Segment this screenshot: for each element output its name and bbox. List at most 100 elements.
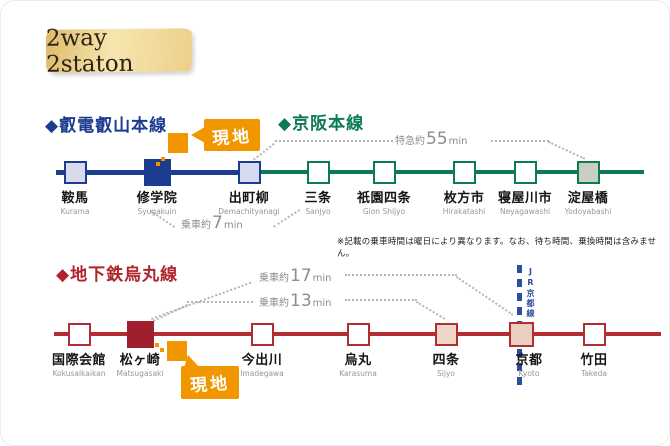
station-name: 三条	[304, 191, 332, 206]
station-name: 今出川	[241, 353, 283, 368]
station-romaji: Sanjyo	[305, 207, 331, 216]
station-marker-square	[126, 321, 154, 348]
station-romaji: Demachityanagi	[218, 207, 280, 216]
eizan-line-label: ◆叡電叡山本線	[45, 116, 168, 136]
time-unit: min	[312, 298, 332, 309]
station-kurama: 鞍馬 Kurama	[20, 159, 130, 216]
station-marker-square	[237, 161, 261, 184]
station-gion-shijo: 祇園四条 Gion Shijyo	[329, 159, 439, 216]
station-name: 鞍馬	[61, 191, 89, 206]
station-romaji: Sijyo	[437, 369, 455, 378]
time-unit: min	[312, 273, 332, 284]
site-label: 現地	[189, 373, 231, 397]
ride17-dotted-curve-right	[455, 276, 514, 316]
station-name: 竹田	[580, 353, 608, 368]
station-sanjo: 三条 Sanjyo	[263, 159, 373, 216]
station-name: 京都	[515, 353, 543, 368]
station-imadegawa: 今出川 Imadegawa	[207, 321, 317, 378]
ride13-time-label: 乗車約 13 min	[259, 291, 332, 311]
station-romaji: Imadegawa	[240, 369, 284, 378]
station-marker-square	[508, 322, 534, 347]
station-romaji: Kurama	[60, 207, 90, 216]
station-name: 烏丸	[344, 353, 372, 368]
station-name: 淀屋橋	[567, 191, 609, 206]
station-marker-square	[434, 323, 458, 346]
station-name: 四条	[432, 353, 460, 368]
keihan-rail-line	[251, 170, 644, 174]
station-marker-square	[513, 161, 537, 184]
site-marker-square	[168, 133, 188, 153]
ride13-dotted-curve-right	[415, 301, 446, 320]
time-value: 7	[212, 213, 223, 233]
site-callout-bottom: 現地	[181, 366, 239, 399]
jr-kyoto-line-label: JR京都線	[526, 267, 535, 319]
site-connector-dot	[155, 343, 159, 347]
station-romaji: Neyagawashi	[499, 207, 551, 216]
station-marker-square	[372, 161, 396, 184]
time-prefix: 乗車約	[259, 298, 289, 309]
station-marker-square	[576, 161, 600, 184]
ride17-dotted-line-right	[345, 274, 457, 276]
site-connector-dot	[156, 162, 160, 166]
station-marker-square	[143, 159, 171, 186]
ride13-dotted-line-left	[187, 301, 253, 303]
station-romaji: Syugakuin	[137, 207, 177, 216]
time-value: 17	[290, 266, 312, 286]
station-marker-square	[582, 323, 606, 346]
time-value: 13	[290, 291, 312, 311]
time-unit: min	[448, 136, 468, 147]
station-name: 枚方市	[443, 191, 485, 206]
express-dotted-curve-right	[548, 141, 586, 160]
site-callout-top: 現地	[204, 119, 260, 151]
site-callout-pointer	[191, 127, 205, 143]
station-karasuma: 烏丸 Karasuma	[303, 321, 413, 378]
site-callout-pointer	[184, 355, 200, 368]
station-name: 祇園四条	[356, 191, 411, 206]
keihan-line-label: ◆京阪本線	[278, 114, 365, 134]
time-value: 55	[426, 129, 448, 149]
station-matsugasaki: 松ヶ崎 Matsugasaki	[85, 321, 195, 378]
site-connector-dot	[161, 157, 165, 161]
ride-time-note: ※記載の乗車時間は曜日により異なります。なお、待ち時間、乗換時間は含みません。	[337, 237, 657, 259]
station-marker-square	[346, 323, 370, 346]
station-marker-square	[452, 161, 476, 184]
express-dotted-line-left	[275, 140, 393, 142]
station-romaji: Matsugasaki	[116, 369, 164, 378]
site-label: 現地	[211, 126, 253, 149]
station-marker-square	[67, 323, 91, 346]
station-neyagawashi: 寝屋川市 Neyagawashi	[470, 159, 580, 216]
header-badge: 2way 2staton	[46, 25, 193, 77]
station-shugakuin: 修学院 Syugakuin	[102, 159, 212, 216]
ride13-dotted-curve-left	[153, 303, 189, 322]
express-time-label: 特急約 55 min	[395, 129, 468, 149]
station-marker-square	[250, 323, 274, 346]
station-demachiyanagi: 出町柳 Demachityanagi	[194, 159, 304, 216]
station-name: 寝屋川市	[497, 191, 552, 206]
station-romaji: Kokusaikaikan	[52, 369, 106, 378]
station-name: 松ヶ崎	[119, 353, 161, 368]
site-marker-square	[167, 341, 187, 361]
page-title: 2way 2staton	[45, 24, 134, 78]
time-prefix: 乗車約	[181, 220, 211, 231]
station-yodoyabashi: 淀屋橋 Yodoyabashi	[533, 159, 643, 216]
station-romaji: Hirakatashi	[442, 207, 486, 216]
station-kyoto: 京都 Kyoto	[466, 321, 576, 378]
station-romaji: Gion Shijyo	[362, 207, 406, 216]
station-name: 出町柳	[228, 191, 270, 206]
station-marker-square	[63, 161, 87, 184]
station-romaji: Yodoyabashi	[564, 207, 612, 216]
station-takeda: 竹田 Takeda	[539, 321, 649, 378]
ride7-time-label: 乗車約 7 min	[181, 213, 243, 233]
station-marker-square	[306, 161, 330, 184]
station-romaji: Takeda	[581, 369, 607, 378]
express-dotted-line-right	[491, 140, 549, 142]
station-name: 修学院	[136, 191, 178, 206]
station-romaji: Kyoto	[518, 369, 540, 378]
time-prefix: 乗車約	[259, 273, 289, 284]
time-prefix: 特急約	[395, 136, 425, 147]
karasuma-line-label: ◆地下鉄烏丸線	[56, 265, 179, 285]
time-unit: min	[223, 220, 243, 231]
station-hirakatashi: 枚方市 Hirakatashi	[409, 159, 519, 216]
station-name: 国際会館	[51, 353, 106, 368]
